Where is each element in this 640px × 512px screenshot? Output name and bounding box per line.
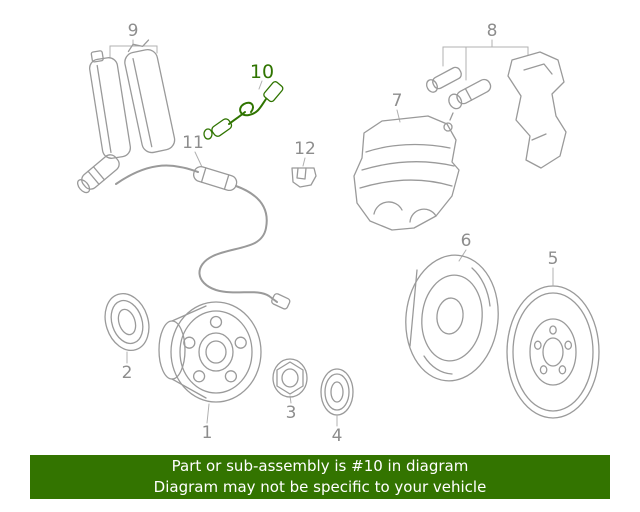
callout-12: 12 (294, 139, 316, 159)
splash-shield (405, 254, 499, 382)
wheel-hub (158, 301, 262, 403)
callout-8: 8 (486, 21, 498, 41)
axle-nut (272, 358, 308, 398)
callout-4: 4 (331, 426, 343, 446)
callout-9: 9 (127, 21, 139, 41)
brake-rotor (506, 285, 600, 419)
brake-pads (88, 39, 176, 159)
cable-clip (291, 167, 317, 188)
callout-5: 5 (547, 249, 559, 269)
banner-line-2: Diagram may not be specific to your vehi… (153, 478, 487, 496)
caliper-bracket (507, 51, 567, 169)
diagram-note-banner: Part or sub-assembly is #10 in diagram D… (30, 455, 610, 499)
abs-sensor-cable (77, 154, 291, 310)
callout-1: 1 (201, 423, 213, 443)
leader-lines (109, 39, 554, 427)
guide-pins (425, 66, 492, 110)
callout-7: 7 (391, 91, 403, 111)
dust-cap (320, 368, 354, 416)
banner-line-1: Part or sub-assembly is #10 in diagram (171, 457, 469, 475)
callout-6: 6 (460, 231, 472, 251)
callout-10-highlighted: 10 (249, 61, 275, 83)
callout-11: 11 (182, 133, 204, 153)
brake-caliper (353, 112, 460, 231)
callout-2: 2 (121, 363, 133, 383)
callout-3: 3 (285, 403, 297, 423)
wear-sensor-highlight (203, 81, 284, 140)
wheel-bearing (104, 293, 150, 351)
